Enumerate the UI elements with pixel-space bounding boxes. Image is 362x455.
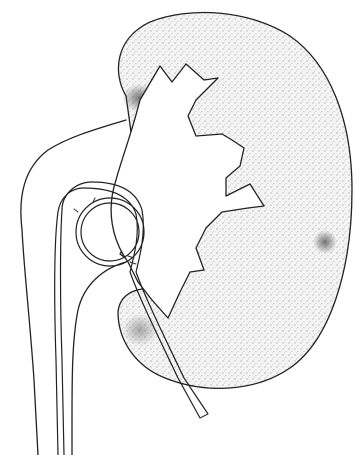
stent-tail-tip (200, 414, 208, 418)
stent-tube-left-wall (55, 188, 84, 455)
ureter-outer-right (72, 262, 126, 455)
ureter-outer-left (21, 120, 126, 455)
cortex-shade-lower (122, 314, 158, 346)
cortex-shade-right (313, 230, 337, 254)
